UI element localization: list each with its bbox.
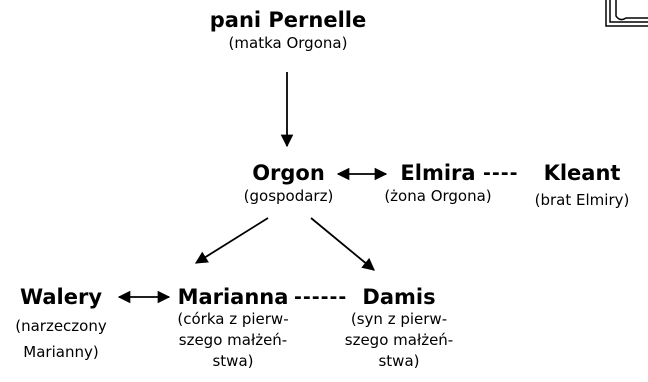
node-desc: (syn z pierw-	[350, 310, 448, 328]
node-damis: Damis (syn z pierw- szego małżeń- stwa)	[340, 285, 458, 372]
node-desc: (gospodarz)	[243, 187, 334, 205]
dashed-connector-marianna-damis: ------	[294, 286, 348, 308]
node-elmira: Elmira (żona Orgona)	[364, 161, 512, 207]
node-desc: (narzeczony	[15, 317, 107, 335]
node-marianna: Marianna (córka z pierw- szego małżeń- s…	[168, 285, 298, 372]
node-desc: szego małżeń-	[344, 331, 454, 349]
node-walery: Walery (narzeczony Marianny)	[2, 285, 120, 363]
node-name: Orgon	[252, 161, 325, 185]
node-desc: (brat Elmiry)	[534, 191, 630, 209]
book-icon	[605, 0, 648, 27]
node-kleant: Kleant (brat Elmiry)	[518, 161, 646, 211]
node-name: Walery	[19, 285, 103, 309]
node-desc: szego małżeń-	[178, 331, 288, 349]
node-name: Damis	[362, 285, 436, 309]
node-orgon: Orgon (gospodarz)	[226, 161, 351, 207]
node-name: Marianna	[177, 285, 289, 309]
arrow-orgon-to-marianna	[194, 217, 269, 264]
node-name: pani Pernelle	[209, 8, 367, 32]
node-desc: Marianny)	[23, 343, 99, 361]
node-desc: (żona Orgona)	[384, 187, 492, 205]
node-desc: stwa)	[212, 352, 254, 370]
dashed-connector-elmira-kleant: ----	[483, 162, 519, 184]
node-desc: (córka z pierw-	[177, 310, 289, 328]
node-desc: stwa)	[378, 352, 420, 370]
node-desc: (matka Orgona)	[228, 34, 348, 52]
node-pani-pernelle: pani Pernelle (matka Orgona)	[193, 8, 383, 54]
arrow-orgon-to-damis	[310, 217, 375, 271]
node-name: Kleant	[543, 161, 621, 185]
node-name: Elmira	[400, 161, 476, 185]
